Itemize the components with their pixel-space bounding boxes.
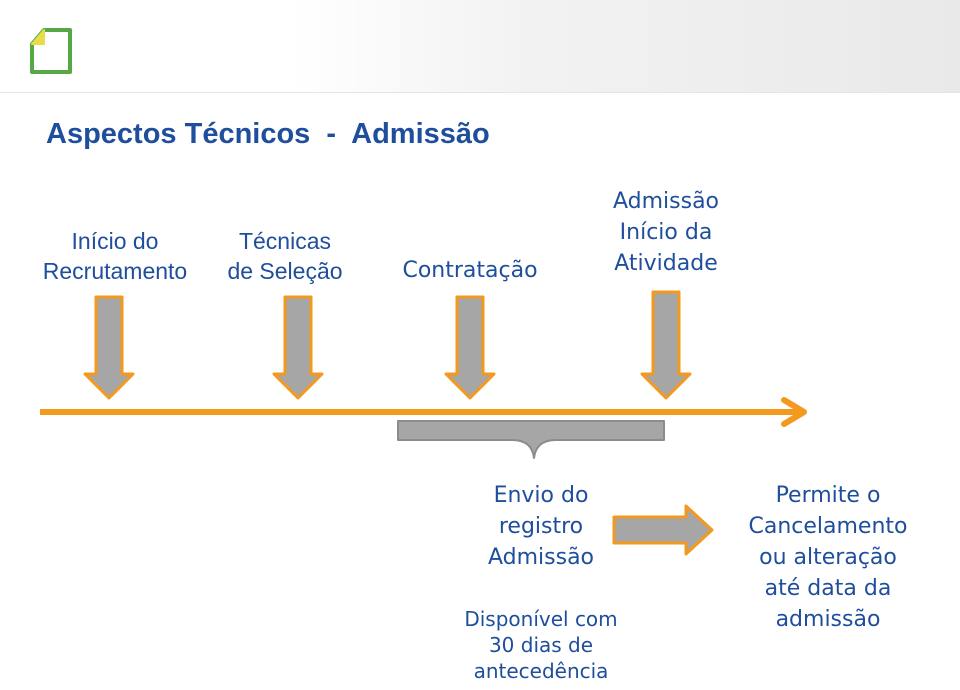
down-arrow-icon xyxy=(444,295,496,400)
permite-line: Cancelamento xyxy=(748,514,908,539)
stage-label-line: Técnicas xyxy=(238,228,332,254)
stage-label-line: Recrutamento xyxy=(42,258,188,284)
disponivel-line: Disponível com xyxy=(464,607,618,631)
envio-text: Envio do registro Admissão xyxy=(446,480,636,573)
down-arrow-icon xyxy=(272,295,324,400)
down-arrow-icon xyxy=(640,290,692,400)
stage-label-line: Contratação xyxy=(402,258,538,283)
envio-line: Envio do xyxy=(493,483,589,508)
stage-label-selecao: Técnicas de Seleção xyxy=(210,226,360,286)
stage-label-line: Admissão xyxy=(612,189,720,214)
down-arrow-icon xyxy=(83,295,135,400)
disponivel-line: 30 dias de xyxy=(488,633,594,657)
document-logo-icon xyxy=(30,28,72,74)
stage-label-line: Atividade xyxy=(614,251,718,276)
permite-line: Permite o xyxy=(775,483,881,508)
timeline-arrowhead-icon xyxy=(781,397,807,427)
header-band xyxy=(0,0,960,92)
stage-label-recrutamento: Início do Recrutamento xyxy=(20,226,210,286)
bracket-shape xyxy=(397,420,665,459)
timeline-diagram xyxy=(40,290,807,459)
slide-title: Aspectos Técnicos - Admissão xyxy=(46,118,490,150)
envio-line: Admissão xyxy=(487,545,595,570)
disponivel-text: Disponível com 30 dias de antecedência xyxy=(446,606,636,684)
header-divider xyxy=(0,92,960,93)
stage-label-line: Início da xyxy=(619,220,713,245)
right-arrow-icon xyxy=(612,504,714,556)
disponivel-line: antecedência xyxy=(473,659,609,683)
permite-line: até data da xyxy=(764,576,892,601)
stage-label-contratacao: Contratação xyxy=(390,255,550,286)
permite-line: ou alteração xyxy=(759,545,897,570)
envio-line: registro xyxy=(498,514,584,539)
stage-label-line: de Seleção xyxy=(227,258,343,284)
stage-label-admissao: Admissão Início da Atividade xyxy=(586,186,746,279)
permite-line: admissão xyxy=(775,607,881,632)
permite-text: Permite o Cancelamento ou alteração até … xyxy=(728,480,928,635)
stage-label-line: Início do xyxy=(71,228,159,254)
